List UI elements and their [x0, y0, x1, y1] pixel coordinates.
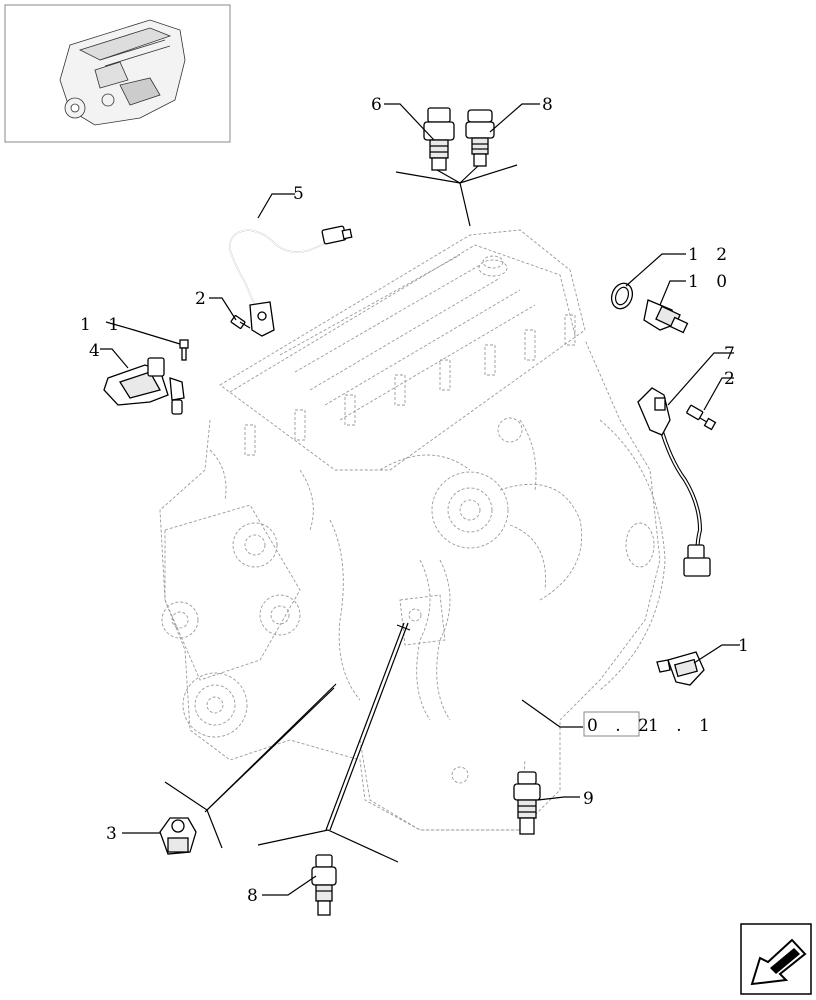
callout-7: 7 — [724, 344, 741, 364]
bracket-8-bottom — [257, 622, 411, 863]
callout-4: 4 — [89, 341, 106, 361]
next-page-arrow-icon[interactable] — [740, 923, 812, 995]
part-8-sensor-bottom[interactable] — [311, 854, 337, 916]
reference-code-boxed: 0 . 2 — [587, 716, 655, 736]
part-12-o-ring[interactable] — [608, 280, 636, 311]
part-4-map-sensor[interactable] — [103, 357, 185, 415]
callout-11: 1 1 — [80, 315, 125, 335]
leader-lines — [100, 103, 740, 896]
bracket-6-8 — [395, 164, 518, 227]
reference-leader — [521, 699, 583, 728]
part-9-sensor[interactable] — [513, 771, 541, 835]
reference-code[interactable]: 0 . 2 1 . 1 — [583, 711, 716, 737]
callout-10: 1 0 — [688, 272, 733, 292]
part-7-harness-sensor[interactable] — [637, 387, 711, 577]
part-8-sensor-top[interactable] — [465, 109, 495, 167]
callout-9: 9 — [583, 789, 600, 809]
bracket-3 — [164, 683, 337, 849]
part-5-harness-sensor[interactable] — [229, 225, 353, 337]
callout-1: 1 — [738, 636, 755, 656]
engine-block — [159, 229, 666, 831]
callout-8-bottom: 8 — [247, 886, 264, 906]
part-10-temp-sensor[interactable] — [643, 299, 689, 334]
part-1-sensor[interactable] — [656, 651, 705, 686]
callout-3: 3 — [106, 824, 123, 844]
callout-12: 1 2 — [688, 245, 733, 265]
part-3-sensor[interactable] — [159, 817, 197, 855]
callout-8-top: 8 — [542, 95, 559, 115]
callout-5: 5 — [293, 184, 310, 204]
callout-2-left: 2 — [195, 289, 212, 309]
engine-thumbnail-icon[interactable] — [4, 4, 231, 143]
reference-code-rest: 1 . 1 — [648, 716, 716, 736]
part-6-pressure-sensor[interactable] — [423, 107, 455, 171]
callout-6: 6 — [371, 95, 388, 115]
part-11-bolt[interactable] — [179, 339, 189, 361]
callout-2-right: 2 — [724, 369, 741, 389]
callout-labels: 6 8 5 2 1 1 4 1 2 1 0 7 2 1 9 3 8 — [80, 95, 755, 906]
part-2-bolt-right[interactable] — [686, 404, 717, 431]
